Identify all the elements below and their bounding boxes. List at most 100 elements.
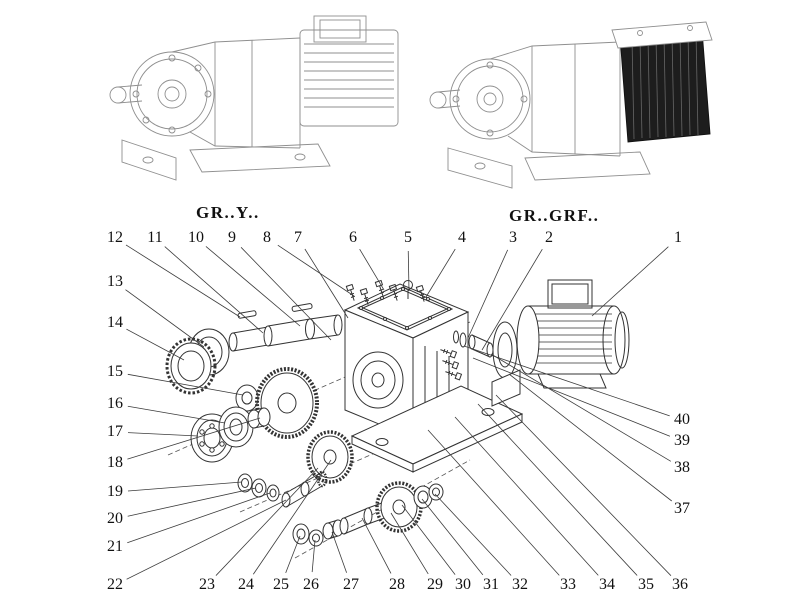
assembled-view-gr-grf [429,21,713,189]
part-bearing-inner [218,406,254,448]
part-washer-15 [235,384,259,412]
callout-21: 21 [107,538,123,555]
exploded-view [165,279,630,559]
leader-line-35 [477,403,638,576]
callout-9: 9 [228,229,236,246]
callout-32: 32 [512,576,528,593]
callout-39: 39 [674,432,690,449]
callout-28: 28 [389,576,405,593]
part-washer-25 [292,523,310,545]
callout-25: 25 [273,576,289,593]
leader-line-11 [164,246,264,334]
leader-line-39 [472,357,671,437]
leader-line-32 [434,493,512,576]
callout-33: 33 [560,576,576,593]
part-ring-31 [413,485,433,509]
callout-11: 11 [147,229,163,246]
part-key-long [237,310,257,319]
callout-3: 3 [509,229,517,246]
leader-line-6 [359,248,385,291]
callout-6: 6 [349,229,357,246]
part-motor [516,279,630,389]
leader-line-15 [127,373,244,396]
callout-4: 4 [458,229,466,246]
leader-line-25 [285,535,301,574]
leader-line-40 [463,345,670,417]
leader-line-24 [252,459,332,575]
leader-line-20 [127,487,257,517]
leader-line-4 [425,248,456,298]
leader-line-29 [390,512,429,575]
part-washer-26 [308,529,324,547]
callout-19: 19 [107,483,123,500]
callout-13: 13 [107,273,123,290]
assembled-view-gr-y [109,15,399,181]
callout-14: 14 [107,314,123,331]
leader-line-13 [125,289,205,348]
leader-line-7 [304,248,349,319]
callout-15: 15 [107,363,123,380]
leader-line-17 [127,432,199,437]
part-toothed-ring [165,337,217,395]
part-key-short [291,303,313,312]
callout-20: 20 [107,510,123,527]
leader-line-34 [454,416,599,576]
part-ring-32 [428,483,444,501]
callout-34: 34 [599,576,615,593]
leader-line-10 [205,246,301,327]
callout-27: 27 [343,576,359,593]
callout-2: 2 [545,229,553,246]
leader-line-5 [407,250,410,292]
leader-line-21 [127,492,271,544]
callout-40: 40 [674,411,690,428]
leader-line-14 [126,328,185,361]
callout-10: 10 [188,229,204,246]
callout-8: 8 [263,229,271,246]
leader-line-8 [277,244,355,297]
model-label-gr-grf: GR..GRF.. [509,206,600,225]
leader-line-33 [427,429,560,576]
leader-line-37 [508,373,672,502]
leader-line-1 [591,246,669,317]
callout-35: 35 [638,576,654,593]
model-label-gr-y: GR..Y.. [196,203,260,222]
part-ring-19 [237,473,253,493]
leader-line-38 [490,353,672,462]
leader-line-19 [127,481,243,492]
leader-line-18 [127,417,261,460]
part-gear-intermediate [306,430,354,484]
callout-38: 38 [674,459,690,476]
leader-line-22 [126,499,287,580]
leader-lines [125,244,672,580]
callout-5: 5 [404,229,412,246]
leader-line-27 [331,531,347,573]
callout-12: 12 [107,229,123,246]
leader-line-30 [401,504,456,575]
callout-37: 37 [674,500,690,517]
leader-line-28 [361,517,392,574]
callout-7: 7 [294,229,302,246]
leader-line-16 [127,405,226,424]
callout-16: 16 [107,395,123,412]
part-spacer-sleeve [247,407,271,429]
leader-line-12 [125,244,241,318]
callout-36: 36 [672,576,688,593]
callout-23: 23 [199,576,215,593]
callout-1: 1 [674,229,682,246]
part-output-shaft [228,314,343,352]
part-gear-output-stage [375,481,423,533]
part-input-washers [453,330,467,348]
leader-line-3 [467,249,509,339]
leader-line-31 [421,498,484,576]
leader-line-26 [311,539,316,573]
callout-17: 17 [107,423,123,440]
part-eye-bolt [403,280,413,299]
leader-line-2 [481,248,543,351]
callout-24: 24 [238,576,254,593]
callout-29: 29 [427,576,443,593]
callout-26: 26 [303,576,319,593]
part-ring-20 [251,478,267,498]
leader-line-36 [495,394,672,576]
